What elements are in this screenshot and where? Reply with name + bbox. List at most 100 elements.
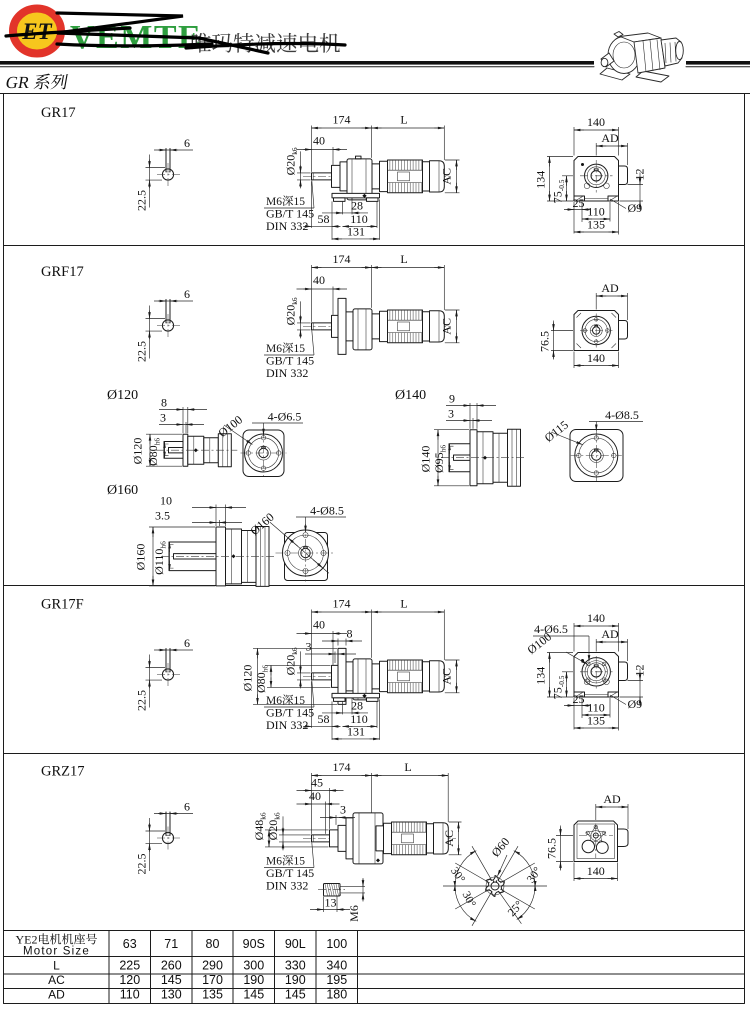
svg-text:GR: GR <box>4 73 35 92</box>
gr17-shaft-cross-section-view: 622.5 <box>135 136 193 211</box>
grf17-motor-length-dim: L <box>400 252 407 266</box>
gr17f-key-width-dim: 6 <box>184 636 190 650</box>
table-cell: 145 <box>243 988 264 1002</box>
table-cell: 290 <box>202 959 223 973</box>
gr17f-end-holes-dim: 4-Ø6.5 <box>534 622 568 636</box>
gr17-motor-length-dim: L <box>400 113 407 127</box>
grz17-gear-length-dim: 174 <box>333 760 351 774</box>
gr17-dim-110: 110 <box>350 212 368 226</box>
f160-spigot-dim: Ø110h6 <box>152 541 168 575</box>
table-header-cn: YE2 <box>16 933 98 947</box>
gr17f-foot-width-dim: 135 <box>587 714 605 728</box>
f120-od-dim: Ø120 <box>131 438 145 465</box>
svg-text:15: 15 <box>293 196 305 208</box>
table-cell: 110 <box>120 988 140 1002</box>
gr17f-hole-span-dim: 110 <box>587 701 605 715</box>
gr17-foot-hole-dim: Ø9 <box>628 201 643 215</box>
grf17-note-gbt: GB/T 145 <box>266 354 314 368</box>
gr17f-motor-length-dim: L <box>400 597 407 611</box>
svg-text:YE2: YE2 <box>16 933 38 947</box>
gr17f-foot-hole-dim: Ø9 <box>628 697 643 711</box>
content-frame <box>3 93 745 931</box>
gr17-foot-width-dim: 135 <box>587 218 605 232</box>
gr17-end-width-dim: 140 <box>587 115 605 129</box>
gr17-dim-131: 131 <box>347 224 365 238</box>
grz17-note-gbt: GB/T 145 <box>266 866 314 880</box>
gr17-hole-span-dim: 110 <box>587 205 605 219</box>
f160-step-dim: 3.5 <box>155 509 170 523</box>
gr17f-shaft-tap-note: M6 15 <box>266 694 305 707</box>
f160-od-dim: Ø160 <box>134 544 148 571</box>
grz17-motor-length-dim: L <box>404 760 411 774</box>
gr17-end-ad-dim: AD <box>601 131 619 145</box>
table-row-label: AC <box>48 973 65 987</box>
svg-text:M6: M6 <box>266 695 282 707</box>
flange-160-label: Ø160 <box>107 483 138 498</box>
f120-step-dim: 3 <box>160 411 166 425</box>
grz17-end-width-dim: 140 <box>587 864 605 878</box>
grf17-key-height-dim: 22.5 <box>135 341 149 362</box>
gr17-foot-height-dim: 12 <box>633 169 647 181</box>
table-col-header: 100 <box>326 937 347 951</box>
grz17-key-width-dim: 6 <box>184 800 190 814</box>
grz17-note-din: DIN 332 <box>266 879 308 893</box>
grf17-end-width-dim: 140 <box>587 351 605 365</box>
grz17-angle-ur: 30° <box>525 865 544 885</box>
gr17f-step-dim: 3 <box>306 640 312 654</box>
table-cell: 145 <box>161 973 182 987</box>
table-cell: 130 <box>161 988 182 1002</box>
table-row-label: AD <box>48 988 65 1002</box>
svg-text:15: 15 <box>293 695 305 707</box>
gr17f-shaft-length-dim: 40 <box>313 618 325 632</box>
table-cell: 300 <box>243 959 264 973</box>
table-cell: 225 <box>119 959 140 973</box>
gr17-shaft-dia-dim: Ø20k6 <box>284 147 300 175</box>
grz17-shaft-dia-dim: Ø20k6 <box>266 812 282 840</box>
gr17f-gear-length-dim: 174 <box>333 597 351 611</box>
grf17-shaft-cross-section-view: 622.5 <box>135 287 193 362</box>
svg-text:15: 15 <box>293 343 305 355</box>
table-cell: 120 <box>119 973 140 987</box>
gr17-edge25-dim: 25 <box>573 196 585 210</box>
gr17f-shaft-dia-dim: Ø20k6 <box>284 647 300 675</box>
table-col-header: 90L <box>285 937 306 951</box>
gr17f-dim-28: 28 <box>351 698 363 712</box>
gr17-end-height-dim: 134 <box>534 171 548 189</box>
gr17f-flange-thickness-dim: 8 <box>347 627 353 641</box>
gr17f-key-height-dim: 22.5 <box>135 690 149 711</box>
gr17-gear-length-dim: 174 <box>333 113 351 127</box>
gr17f-end-ad-dim: AD <box>601 627 619 641</box>
table-cell: 135 <box>202 988 223 1002</box>
logo-defacement-scribbles <box>4 11 347 55</box>
table-cell: 330 <box>285 959 306 973</box>
f140-bolt-circle-dim: Ø115 <box>542 418 571 445</box>
table-col-header: 90S <box>243 937 265 951</box>
grz17-depth-dim: 13 <box>325 896 337 910</box>
table-cell: 180 <box>326 988 347 1002</box>
grf17-note-din: DIN 332 <box>266 366 308 380</box>
gr17f-dim-110: 110 <box>350 712 368 726</box>
f120-thickness-dim: 8 <box>161 396 167 410</box>
table-cell: 170 <box>202 973 223 987</box>
grz17-key-height-dim: 22.5 <box>135 854 149 875</box>
gr17-dim-28: 28 <box>351 198 363 212</box>
